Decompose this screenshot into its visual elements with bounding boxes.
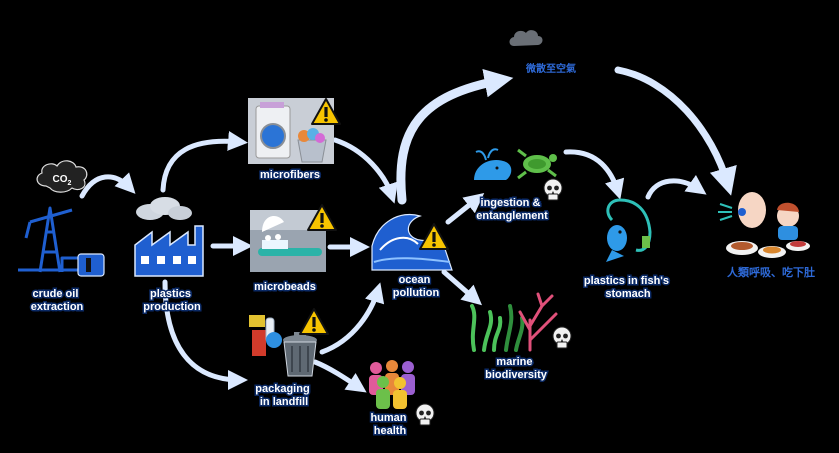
label-plastics-in-fish-stomach: plastics in fish's stomach [584, 275, 672, 300]
arrow-packaging-to-ocean [319, 282, 385, 355]
arrow-microfibers-to-ocean [332, 137, 398, 204]
smoke-icon [136, 197, 192, 220]
co2-subscript: 2 [68, 180, 72, 187]
whale-icon [474, 148, 512, 180]
fish-hook-icon [606, 198, 652, 262]
arrow-production-to-packaging [162, 279, 248, 390]
arrow-ocean-to-ingestion [445, 193, 485, 225]
label-microbeads: microbeads [254, 281, 316, 293]
skull-biodiversity-icon [552, 326, 572, 349]
label-ingestion-entanglement: ingestion & entanglement [476, 197, 548, 222]
label-crude-oil-extraction: crude oil extraction [31, 288, 84, 313]
flow-arrows [79, 66, 737, 393]
label-packaging-in-landfill: packaging in landfill [255, 383, 312, 408]
label-human-intake: 人類呼吸、吃下肚 [727, 265, 815, 279]
co2-label: CO [53, 174, 68, 185]
label-microfibers: microfibers [260, 169, 320, 181]
label-ocean-pollution: ocean pollution [393, 274, 440, 299]
label-plastics-production: plastics production [143, 288, 201, 313]
person-eating-icon [718, 192, 766, 228]
arrow-packaging-to-human-health [312, 359, 367, 393]
arrow-ocean-to-air [396, 68, 514, 205]
arrow-production-to-microfibers [160, 130, 248, 193]
skull-human-health-icon [415, 403, 435, 426]
sea-turtle-icon [517, 148, 557, 180]
factory-icon [134, 225, 204, 277]
arrow-air-to-human [614, 66, 737, 196]
arrow-ocean-to-biodiversity [441, 269, 483, 306]
people-group-icon [369, 360, 415, 409]
coral-reef-icon [470, 292, 558, 352]
person-with-food-icon [777, 202, 799, 240]
oil-rig-icon [18, 206, 105, 277]
svg-text:CO2: CO2 [53, 174, 72, 187]
co2-cloud-icon: CO2 [36, 160, 88, 193]
label-marine-biodiversity: marine biodiversity [485, 356, 548, 381]
food-plates-icon [726, 241, 810, 258]
arrow-ingestion-to-fish [563, 149, 625, 200]
arrow-extraction-to-production [79, 172, 136, 199]
warning-ocean-icon [419, 223, 449, 250]
label-human-health: human health [370, 412, 409, 437]
cloud-icon [509, 30, 543, 46]
warning-packaging-icon [299, 308, 329, 335]
skull-ingestion-icon [543, 178, 563, 201]
label-airborne: 微散至空氣 [525, 62, 576, 75]
arrow-fish-to-human [645, 174, 707, 200]
